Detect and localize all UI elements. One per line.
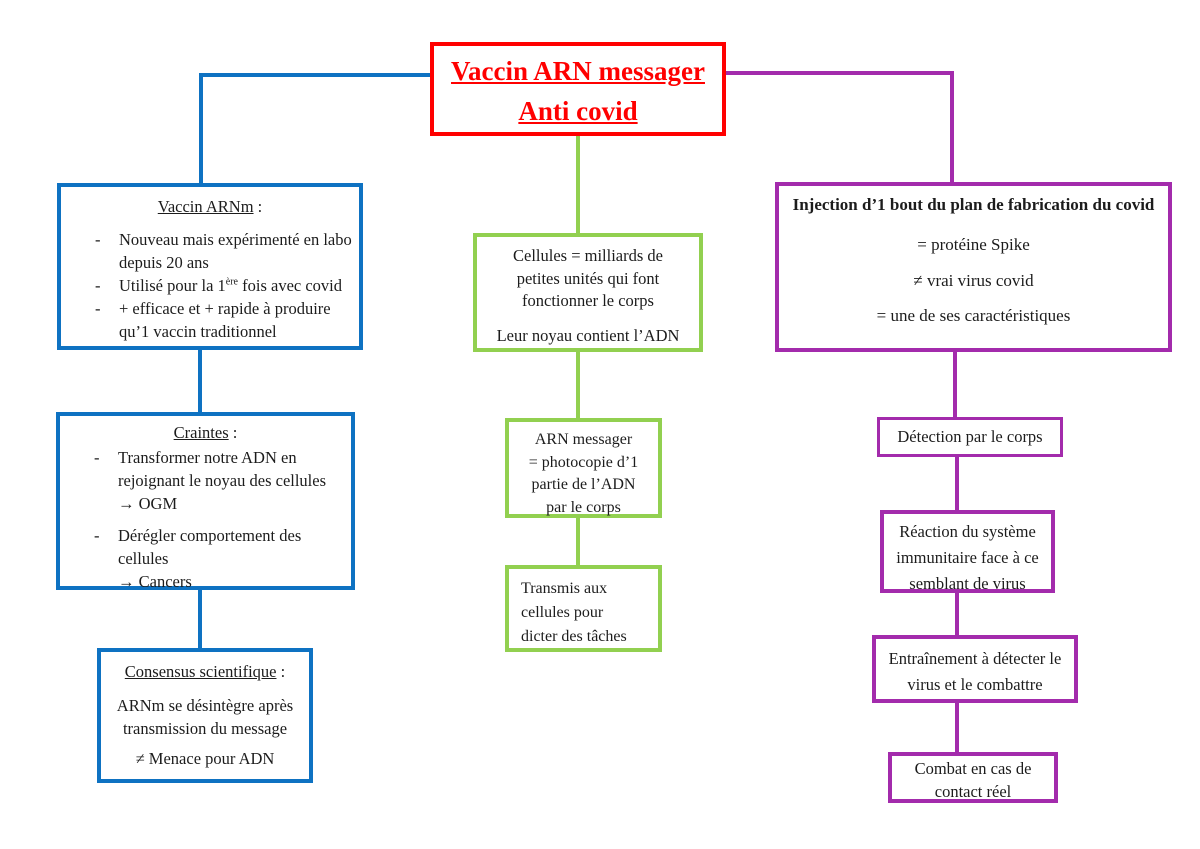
list-item: - Utilisé pour la 1ère fois avec covid — [95, 276, 343, 295]
list-item: - + efficace et + rapide à produire qu’1… — [95, 299, 331, 341]
node-transmis: Transmis aux cellules pour dicter des tâ… — [505, 565, 662, 652]
node-consensus: Consensus scientifique : ARNm se désintè… — [97, 648, 313, 783]
node-combat: Combat en cas de contact réel — [888, 752, 1058, 803]
node-arn-line: partie de l’ADN — [531, 476, 636, 493]
connector-blue-box2-box3 — [198, 590, 202, 648]
connector-green-box1-box2 — [576, 352, 580, 418]
node-cellules: Cellules = milliards de petites unités q… — [473, 233, 703, 352]
node-vaccin-arnm-list: - Nouveau mais expérimenté en labo depui… — [61, 228, 359, 343]
node-craintes: Craintes : - Transformer notre ADN en re… — [56, 412, 355, 593]
node-arn-line: ARN messager — [534, 431, 633, 448]
connector-purple-box2-box3 — [955, 457, 959, 510]
connector-purple-horizontal — [726, 71, 954, 75]
node-injection: Injection d’1 bout du plan de fabricatio… — [775, 182, 1172, 352]
connector-green-title-box1 — [576, 136, 580, 233]
title-line-1: Vaccin ARN messager — [451, 56, 705, 86]
node-injection-heading: Injection d’1 bout du plan de fabricatio… — [792, 195, 1155, 214]
node-transmis-line: dicter des tâches — [521, 628, 627, 645]
node-arn-messager: ARN messager = photocopie d’1 partie de … — [505, 418, 662, 518]
node-injection-line: = protéine Spike — [917, 235, 1030, 254]
node-consensus-text: ARNm se désintègre après transmission du… — [116, 696, 294, 738]
connector-purple-box1-box2 — [953, 352, 957, 417]
list-item-consequence: → Cancers — [118, 572, 192, 591]
title-node: Vaccin ARN messager Anti covid — [430, 42, 726, 136]
node-craintes-heading: Craintes : — [173, 423, 238, 442]
list-item: - Nouveau mais expérimenté en labo depui… — [95, 230, 352, 272]
connector-purple-box4-box5 — [955, 703, 959, 752]
node-consensus-heading: Consensus scientifique : — [124, 662, 286, 681]
list-item-consequence: → OGM — [118, 494, 178, 513]
node-vaccin-arnm-heading: Vaccin ARNm : — [157, 197, 263, 216]
node-reaction: Réaction du système immunitaire face à c… — [880, 510, 1055, 593]
title-line-2: Anti covid — [518, 96, 638, 126]
node-consensus-conclusion: ≠ Menace pour ADN — [135, 749, 275, 768]
connector-blue-horizontal — [199, 73, 430, 77]
node-detection: Détection par le corps — [877, 417, 1063, 457]
node-arn-line: par le corps — [546, 498, 621, 516]
connector-blue-vertical-title — [199, 73, 203, 183]
node-transmis-line: cellules pour — [521, 604, 604, 621]
node-vaccin-arnm: Vaccin ARNm : - Nouveau mais expérimenté… — [57, 183, 363, 350]
node-cellules-text: Cellules = milliards de petites unités q… — [513, 246, 663, 310]
node-injection-line: ≠ vrai virus covid — [913, 271, 1034, 290]
connector-purple-vertical-title — [950, 71, 954, 182]
list-item: - Transformer notre ADN en rejoignant le… — [94, 448, 327, 490]
node-arn-line: = photocopie d’1 — [528, 453, 639, 471]
node-cellules-noyau: Leur noyau contient l’ADN — [496, 325, 680, 345]
node-entrainement: Entraînement à détecter le virus et le c… — [872, 635, 1078, 703]
node-injection-line: = une de ses caractéristiques — [876, 306, 1071, 325]
list-item: - Dérégler comportement des cellules — [94, 526, 302, 568]
connector-blue-box1-box2 — [198, 350, 202, 412]
node-craintes-list: - Transformer notre ADN en rejoignant le… — [60, 446, 351, 593]
node-transmis-line: Transmis aux — [521, 580, 608, 597]
connector-purple-box3-box4 — [955, 593, 959, 635]
connector-green-box2-box3 — [576, 518, 580, 565]
